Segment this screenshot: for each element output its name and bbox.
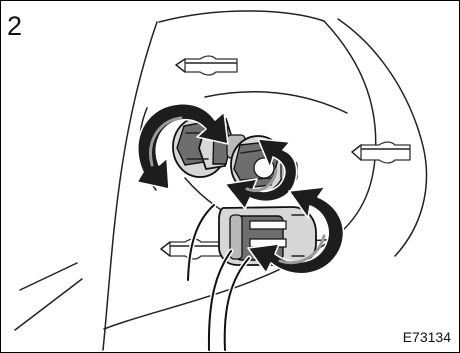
figure-code: E73134 <box>403 329 451 345</box>
step-number: 2 <box>7 11 22 41</box>
upper-stud <box>176 56 237 75</box>
right-stud <box>352 142 410 163</box>
